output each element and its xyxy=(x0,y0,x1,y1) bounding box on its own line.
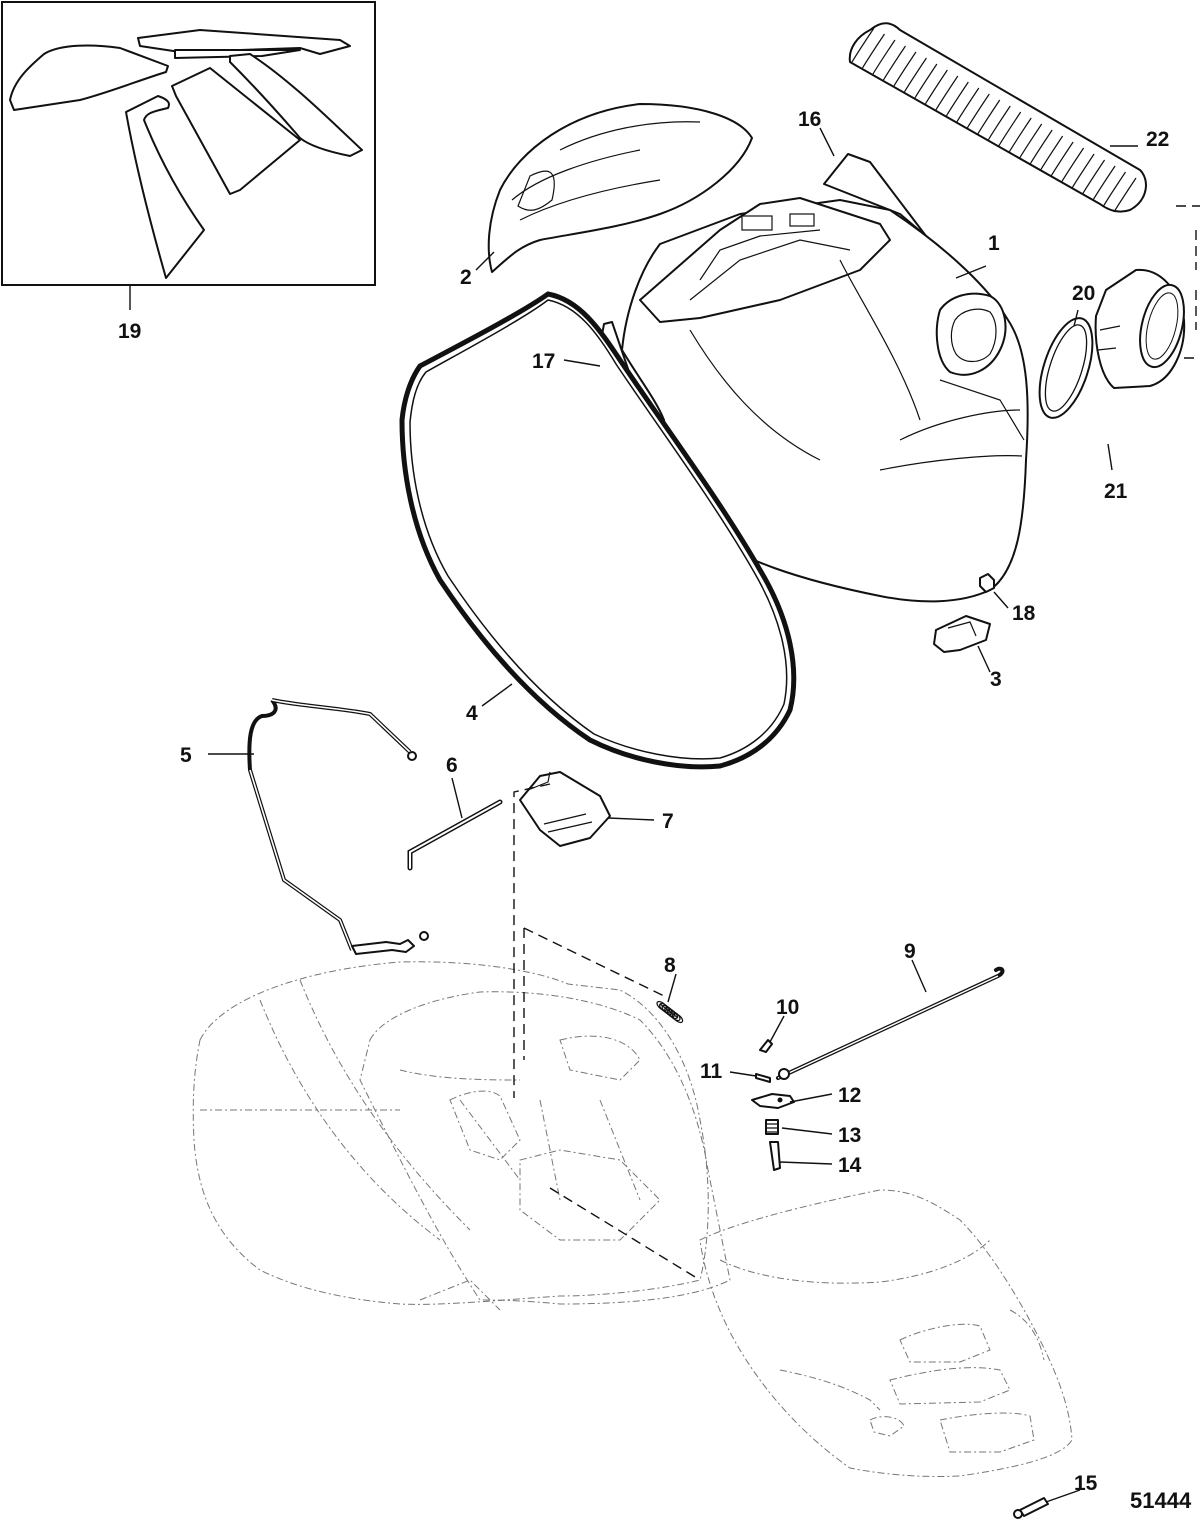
hose-rib xyxy=(893,51,917,87)
assembly-centerlines xyxy=(513,205,1200,1281)
pin-11 xyxy=(755,1073,771,1083)
nut-18 xyxy=(979,573,995,593)
spring-8 xyxy=(656,1000,684,1024)
hose-rib xyxy=(935,75,959,111)
callout-2: 2 xyxy=(460,266,472,289)
callout-10: 10 xyxy=(776,996,799,1019)
callout-15: 15 xyxy=(1074,1472,1098,1495)
screw-15 xyxy=(1013,1497,1049,1519)
hose-rib xyxy=(1092,165,1116,201)
callout-3: 3 xyxy=(990,668,1002,691)
hose-rib xyxy=(882,45,906,81)
latch-7 xyxy=(519,771,611,847)
hose-rib xyxy=(1040,135,1064,171)
latch-handle-3 xyxy=(933,615,991,653)
callout-11: 11 xyxy=(700,1060,723,1083)
hose-rib xyxy=(872,39,896,75)
top-cowl-phantom xyxy=(699,1189,1073,1478)
pin-14 xyxy=(769,1141,781,1171)
hose-rib xyxy=(987,105,1011,141)
callout-labels: 22 16 1 2 17 20 21 18 3 4 5 6 7 8 9 10 1… xyxy=(118,108,1192,1513)
callout-16: 16 xyxy=(798,108,821,131)
callout-9: 9 xyxy=(904,940,916,963)
hose-rib xyxy=(851,27,875,63)
hose-rib xyxy=(945,81,969,117)
callout-17: 17 xyxy=(532,350,555,373)
lever-12 xyxy=(751,1093,795,1109)
hose-rib xyxy=(903,57,927,93)
callout-13: 13 xyxy=(838,1124,861,1147)
callout-8: 8 xyxy=(664,954,676,977)
leader-lines xyxy=(129,127,1138,1503)
callout-4: 4 xyxy=(466,702,478,725)
intake-hose xyxy=(848,22,1147,213)
callout-14: 14 xyxy=(838,1154,862,1177)
inset-foam-kit xyxy=(1,1,376,286)
callout-21: 21 xyxy=(1104,480,1128,503)
callout-22: 22 xyxy=(1146,128,1169,151)
lower-cowl-phantom xyxy=(192,961,731,1311)
hose-rib xyxy=(861,33,885,69)
hose-rib xyxy=(1019,123,1043,159)
latch-cable-5 xyxy=(247,698,429,955)
hose-rib xyxy=(1071,153,1095,189)
callout-19: 19 xyxy=(118,320,141,343)
figure-number: 51444 xyxy=(1130,1488,1192,1513)
hose-rib xyxy=(1061,147,1085,183)
clip-10 xyxy=(759,1039,773,1053)
hose-rib xyxy=(1113,177,1137,213)
hose-rib xyxy=(998,111,1022,147)
hose-rib xyxy=(977,99,1001,135)
hose-rib xyxy=(956,87,980,123)
hose-rib xyxy=(1029,129,1053,165)
callout-18: 18 xyxy=(1012,602,1036,625)
gasket-20 xyxy=(1038,317,1094,419)
rod-6 xyxy=(407,799,503,871)
spring-13 xyxy=(765,1119,779,1135)
callout-12: 12 xyxy=(838,1084,861,1107)
hose-rib xyxy=(1082,159,1106,195)
hose-rib xyxy=(1103,171,1127,207)
callout-7: 7 xyxy=(662,810,674,833)
hose-rib xyxy=(1008,117,1032,153)
callout-1: 1 xyxy=(988,232,1000,255)
hose-rib xyxy=(914,63,938,99)
callout-20: 20 xyxy=(1072,282,1095,305)
callout-5: 5 xyxy=(180,744,192,767)
intake-adapter-21 xyxy=(1094,268,1186,389)
hose-rib xyxy=(966,93,990,129)
top-cowl-assembly xyxy=(621,197,1029,603)
cowl-top-cover xyxy=(487,103,753,273)
seal-ring xyxy=(399,291,797,770)
callout-6: 6 xyxy=(446,754,458,777)
rod-9 xyxy=(776,966,1005,1080)
hose-rib xyxy=(924,69,948,105)
spring-coil xyxy=(672,1012,684,1024)
hose-rib xyxy=(1050,141,1074,177)
